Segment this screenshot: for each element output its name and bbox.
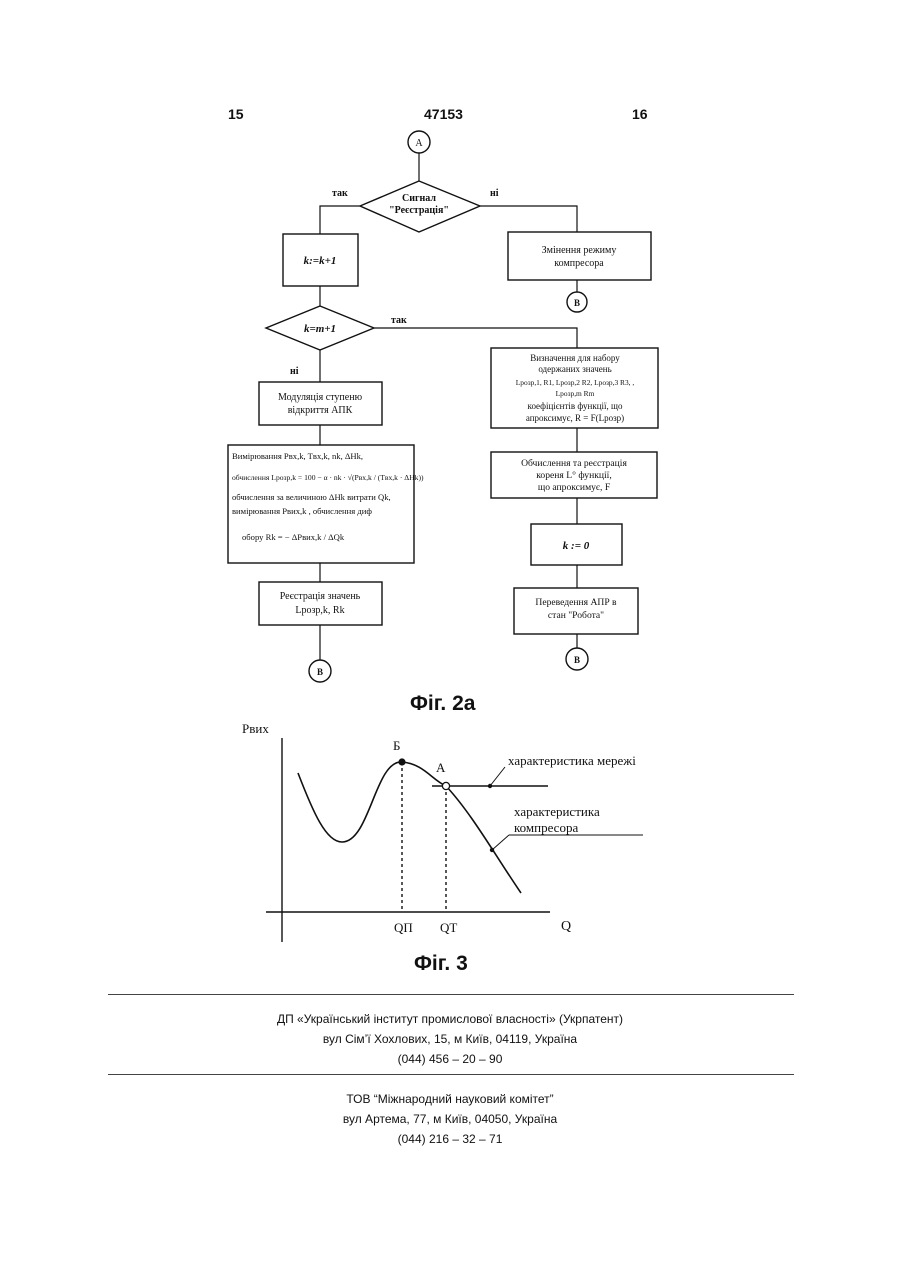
box-measure-line3: обчислення за величиною ΔHk витрати Qk,	[232, 492, 391, 502]
box-modulation	[259, 382, 382, 425]
box-determine-line4: Lрозр,m Rm	[556, 389, 595, 398]
point-b-marker	[398, 758, 405, 765]
tick-qp: QП	[394, 920, 413, 935]
box-modulation-line2: відкриття АПК	[288, 405, 353, 416]
figure-2a-caption: Фіг. 2а	[410, 692, 475, 716]
no-label: ні	[290, 366, 299, 377]
flowchart-fig2a: A Сигнал "Реєстрація" так ні k:=k+1 Змін…	[0, 0, 900, 720]
box-compute-line2: кореня L° функції,	[536, 470, 612, 481]
compressor-label-dot	[490, 848, 494, 852]
box-compute-line1: Обчислення та реєстрація	[521, 458, 627, 469]
x-axis-label: Q	[561, 919, 571, 934]
box-determine-line3: Lрозр,1, R1, Lрозр,2 R2, Lрозр,3 R3, ,	[516, 378, 635, 387]
point-a-marker	[442, 782, 449, 789]
box-determine-line6: апроксимує, R = F(Lрозр)	[526, 413, 624, 423]
point-a-label: А	[436, 760, 446, 775]
network-characteristic-label: характеристика мережі	[508, 753, 636, 768]
network-label-dot	[488, 784, 492, 788]
box-measure-line2: обчислення Lрозр,k = 100 − α · nk · √(Pв…	[232, 473, 424, 482]
box-change-mode-line2: компресора	[554, 258, 604, 269]
box-register-values	[259, 582, 382, 625]
compressor-characteristic-label-line2: компресора	[514, 820, 578, 835]
footer-phone-1: (044) 456 – 20 – 90	[0, 1052, 900, 1066]
tick-qt: QТ	[440, 920, 457, 935]
box-measure-line4: вимірювання Pвих,k , обчислення диф	[232, 506, 372, 516]
footer-divider-top	[108, 994, 794, 995]
box-register-line2: Lрозр,k, Rk	[295, 605, 344, 616]
footer-address-1: вул Сім’ї Хохлових, 15, м Київ, 04119, У…	[0, 1032, 900, 1046]
box-compute-line3: що апроксимує, F	[538, 482, 610, 493]
yes-label: так	[332, 188, 348, 199]
point-b-label: Б	[393, 738, 400, 753]
y-axis-label: Pвих	[242, 721, 269, 736]
compressor-curve	[298, 762, 521, 893]
box-increment-text: k:=k+1	[304, 255, 337, 267]
connector-b-label: B	[574, 655, 580, 665]
box-modulation-line1: Модуляція ступеню	[278, 392, 363, 403]
no-label: ні	[490, 188, 499, 199]
footer-phone-2: (044) 216 – 32 – 71	[0, 1132, 900, 1146]
box-register-line1: Реєстрація значень	[280, 591, 361, 602]
decision-signal-line2: "Реєстрація"	[389, 205, 449, 216]
box-k-reset-text: k := 0	[563, 540, 590, 552]
decision-signal-line1: Сигнал	[402, 193, 436, 204]
box-change-mode-line1: Змінення режиму	[542, 245, 617, 256]
box-measure-line1: Вимірювання Pвх,k, Tвх,k, nk, ΔHk,	[232, 451, 363, 461]
compressor-leader-line	[492, 835, 509, 850]
box-determine-line1: Визначення для набору	[530, 353, 620, 363]
box-determine-line2: одержаних значень	[538, 364, 611, 374]
network-leader-line	[490, 767, 505, 786]
footer-divider-middle	[108, 1074, 794, 1075]
box-transfer-line2: стан "Робота"	[548, 610, 604, 621]
box-transfer-line1: Переведення АПР в	[535, 597, 617, 608]
connector-b-label: B	[317, 667, 323, 677]
footer-org-2: ТОВ “Міжнародний науковий комітет”	[0, 1092, 900, 1106]
figure-3-caption: Фіг. 3	[414, 952, 468, 976]
footer-org-1: ДП «Український інститут промислової вла…	[0, 1012, 900, 1026]
connector-a-label: A	[415, 138, 423, 149]
box-change-mode	[508, 232, 651, 280]
box-measure	[228, 445, 414, 563]
yes-label: так	[391, 315, 407, 326]
box-measure-line5: обору Rk = − ΔPвих,k / ΔQk	[242, 532, 345, 542]
compressor-characteristic-label-line1: характеристика	[514, 804, 600, 819]
box-determine-line5: коефіцієнтів функції, що	[528, 401, 623, 411]
connector-b-label: B	[574, 298, 580, 308]
footer-address-2: вул Артема, 77, м Київ, 04050, Україна	[0, 1112, 900, 1126]
decision-km-text: k=m+1	[304, 323, 336, 335]
